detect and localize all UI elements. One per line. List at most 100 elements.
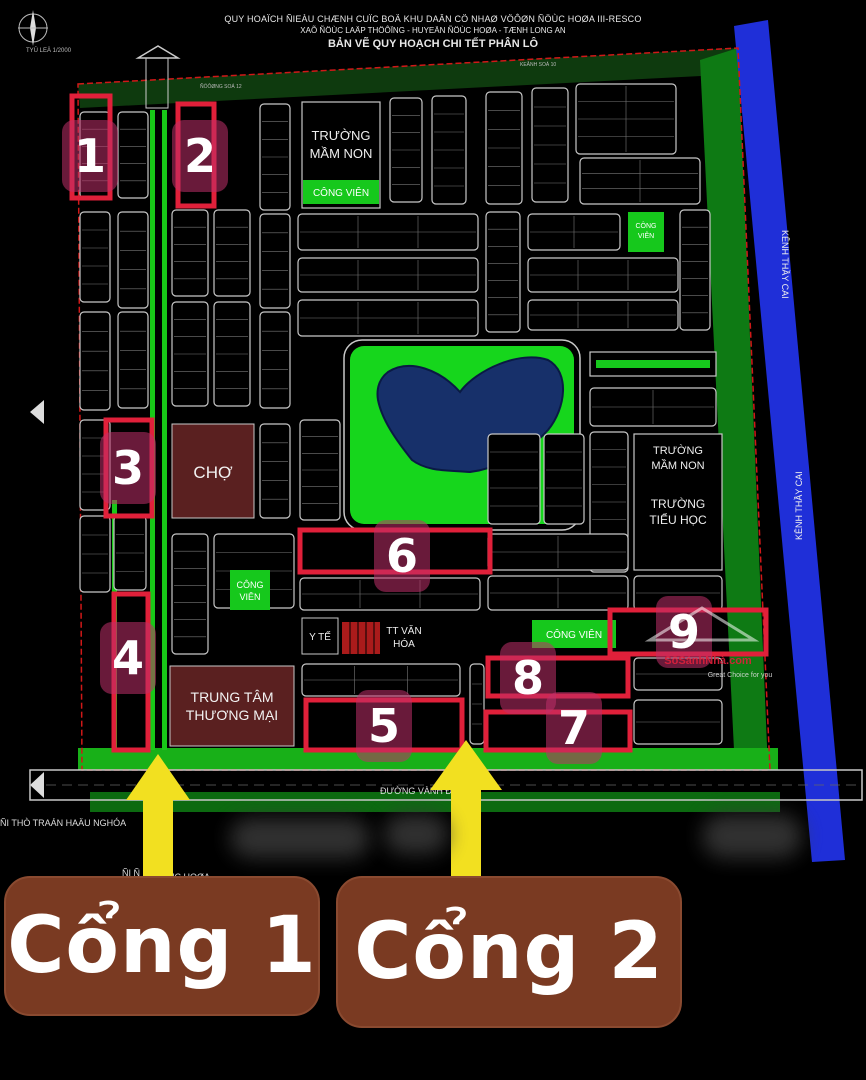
lot-blocks (79, 83, 723, 745)
plan-title-line1: QUY HOAÏCH ÑIEÀU CHÆNH CUÏC BOÄ KHU DAÂN… (224, 14, 642, 24)
lot-number-5: 5 (368, 699, 400, 753)
lot-block (487, 533, 629, 571)
park2-label-line1: CÔNG (636, 221, 657, 230)
lot-block (79, 211, 111, 303)
lot-block (299, 419, 341, 521)
watermark-subtext: Great Choice for you (708, 672, 773, 679)
lot-block (79, 515, 111, 593)
park1-label: CÔNG VIÊN (313, 186, 369, 199)
green-belt (78, 48, 780, 812)
lot-block (589, 387, 717, 427)
lot-badge-9 (656, 596, 712, 668)
watermark-text: SốSánhNhà.com (664, 655, 752, 667)
lot-block (579, 157, 701, 205)
blurred-region (702, 814, 802, 858)
lot-badge-2 (172, 120, 228, 192)
watermark: SốSánhNhà.com Great Choice for you (644, 606, 773, 679)
park3-label-line1: CÔNG (237, 580, 264, 590)
lot-block (575, 83, 677, 155)
lot-block (117, 211, 149, 309)
park4-label: CÔNG VIÊN (546, 628, 602, 641)
canal-label-top: KÊNH THẦY CAI (780, 230, 790, 299)
canal-label-bottom: KÊNH THẦY CAI (794, 471, 804, 540)
lot-badge-7 (546, 692, 602, 764)
lot-block (259, 213, 291, 309)
plan-title-line3: BẢN VẼ QUY HOẠCH CHI TẾT PHÂN LÔ (327, 38, 539, 50)
lot-number-6: 6 (386, 529, 418, 583)
market-block (171, 423, 255, 519)
lot-number-1: 1 (74, 129, 106, 183)
gate-2-label: Cổng 2 (336, 876, 682, 1028)
park2-label-line2: VIÊN (638, 231, 654, 240)
lot-badge-6 (374, 520, 430, 592)
lot-block (259, 311, 291, 409)
top-road-label-2: KEÂNH SOÁ 10 (520, 61, 556, 68)
school1-label-line1: TRƯỜNG (311, 128, 370, 143)
north-entrance (135, 45, 181, 109)
commercial-block (169, 665, 295, 747)
lot-badge-4 (100, 622, 156, 694)
lot-block (633, 699, 723, 745)
scale-label: TYÛ LEÄ 1/2000 (26, 48, 72, 54)
lot-block (543, 433, 585, 525)
gate-2-text: Cổng 2 (354, 907, 664, 997)
lot-badge-5 (356, 690, 412, 762)
gate-1-label: Cổng 1 (4, 876, 320, 1016)
lot-block (431, 95, 467, 205)
lot-block (527, 299, 679, 331)
school2-label-line1: TRƯỜNG (653, 444, 703, 457)
lot-block (171, 533, 209, 655)
school3-label-line2: TIỂU HỌC (649, 512, 707, 527)
blurred-region (384, 814, 448, 854)
lot-block (469, 663, 485, 745)
market-label: CHỢ (193, 463, 233, 482)
lot-block (487, 575, 629, 611)
canal-water (734, 20, 845, 862)
health-block (301, 617, 339, 655)
ring-road-label: ĐƯỜNG VÀNH ĐAI (380, 786, 460, 796)
lot-badge-3 (100, 432, 156, 504)
lot-block (117, 111, 149, 199)
park3-label-line2: VIÊN (239, 592, 260, 602)
lot-block (527, 257, 679, 293)
top-road-label-1: ÑÖÔØNG SOÁ 12 (200, 83, 242, 90)
lot-block (213, 301, 251, 407)
lot-block (171, 209, 209, 297)
lot-block (527, 213, 621, 251)
lot-block (297, 213, 479, 251)
plan-title-line2: XAÕ ÑÖÙC LAÄP THÖÔÏNG - HUYEÄN ÑÖÙC HOØA… (300, 26, 566, 35)
park3-area (230, 570, 270, 610)
lot-block (171, 301, 209, 407)
lot-block (679, 209, 711, 331)
lot-block (259, 423, 291, 519)
lot-badge-8 (500, 642, 556, 714)
left-road-label-2: ÑI Ñ (122, 868, 140, 878)
lot-block (485, 211, 521, 333)
left-road-label: ÑI THÒ TRAÁN HAÄU NGHÓA (0, 818, 126, 828)
commercial-label-line1: TRUNG TÂM (191, 689, 274, 705)
park2-area (628, 212, 664, 252)
lot-badge-1 (62, 120, 118, 192)
lot-block (297, 299, 479, 337)
culture-plaza-grid (349, 622, 375, 654)
gate-1-text: Cổng 1 (7, 901, 317, 991)
school3-label-line1: TRƯỜNG (651, 496, 706, 511)
lot-block (297, 257, 479, 293)
commercial-label-line2: THƯƠNG MẠI (186, 707, 278, 723)
lot-block (487, 433, 541, 525)
lot-number-4: 4 (112, 631, 144, 685)
lot-number-3: 3 (112, 441, 144, 495)
lot-block (117, 311, 149, 409)
lot-number-7: 7 (558, 701, 590, 755)
lot-block (113, 515, 147, 591)
culture-label-line2: HÓA (393, 637, 415, 650)
culture-label-line1: TT VĂN (386, 624, 421, 637)
lot-number-8: 8 (512, 651, 544, 705)
lot-block (389, 97, 423, 203)
health-label: Y TẾ (309, 630, 331, 643)
park1-area (303, 180, 379, 204)
lot-number-2: 2 (184, 129, 216, 183)
school2-label-line2: MẦM NON (651, 459, 704, 472)
